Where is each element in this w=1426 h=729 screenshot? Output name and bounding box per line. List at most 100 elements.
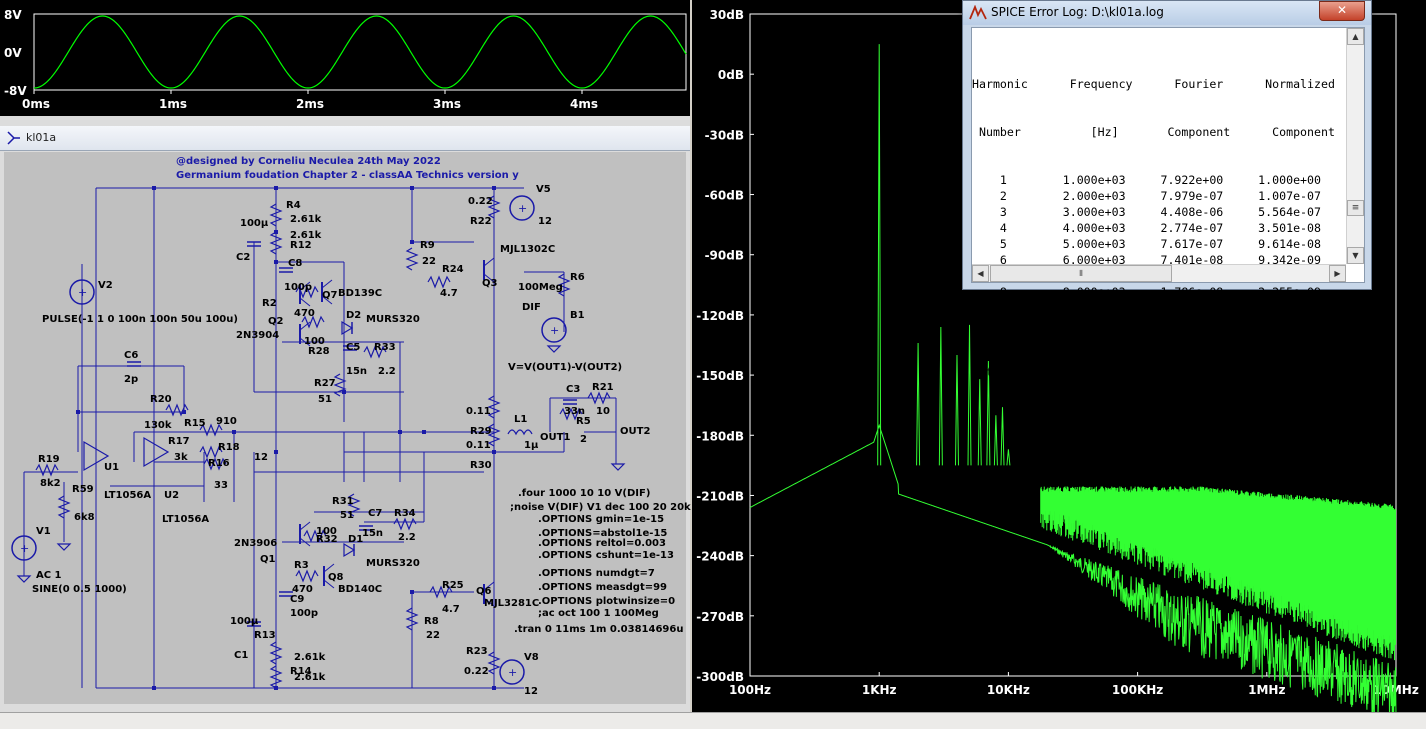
schematic-label[interactable]: 470 (294, 308, 315, 319)
schematic-label[interactable]: 2.61k (290, 230, 322, 241)
schematic-label[interactable]: 0.22 (468, 196, 493, 207)
schematic-label[interactable]: DIF (522, 302, 541, 313)
schematic-label[interactable]: R27 (314, 378, 336, 389)
schematic-label[interactable]: V=V(OUT1)-V(OUT2) (508, 362, 623, 373)
schematic-label[interactable]: R3 (294, 560, 309, 571)
schematic-label[interactable]: 51 (318, 394, 332, 405)
spice-log-body[interactable]: Harmonic Frequency Fourier Normalized Nu… (971, 27, 1365, 379)
scroll-thumb[interactable]: ≡ (1347, 200, 1364, 216)
schematic-label[interactable]: 2.61k (290, 214, 322, 225)
spice-directive[interactable]: .OPTIONS plotwinsize=0 (538, 596, 676, 607)
schematic-label[interactable]: 2p (124, 374, 139, 385)
schematic-label[interactable]: V1 (36, 526, 51, 537)
schematic-label[interactable]: Q8 (328, 572, 344, 583)
schematic-label[interactable]: R19 (38, 454, 60, 465)
schematic-label[interactable]: Q6 (476, 586, 492, 597)
schematic-label[interactable]: 51 (340, 510, 354, 521)
spice-directive[interactable]: .OPTIONS reltol=0.003 (538, 538, 666, 549)
schematic-label[interactable]: R18 (218, 442, 240, 453)
schematic-label[interactable]: L1 (514, 414, 528, 425)
schematic-label[interactable]: 910 (216, 416, 237, 427)
schematic-label[interactable]: C8 (288, 258, 303, 269)
schematic-label[interactable]: 130k (144, 420, 172, 431)
schematic-label[interactable]: 100 (304, 336, 325, 347)
schematic-label[interactable]: AC 1 (36, 570, 62, 581)
schematic-label[interactable]: C3 (566, 384, 581, 395)
spice-directive[interactable]: .OPTIONS numdgt=7 (538, 568, 655, 579)
spice-directive[interactable]: .tran 0 11ms 1m 0.03814696u (514, 624, 684, 635)
schematic-label[interactable]: 2.61k (294, 652, 326, 663)
schematic-label[interactable]: R15 (184, 418, 206, 429)
schematic-label[interactable]: MURS320 (366, 558, 420, 569)
spice-log-window[interactable]: SPICE Error Log: D:\kl01a.log ✕ Harmonic… (962, 0, 1372, 379)
schematic-label[interactable]: V5 (536, 184, 551, 195)
schematic-label[interactable]: C6 (124, 350, 139, 361)
schematic-label[interactable]: 15n (346, 366, 368, 377)
schematic-label[interactable]: SINE(0 0.5 1000) (32, 584, 127, 595)
schematic-label[interactable]: U2 (164, 490, 180, 501)
schematic-label[interactable]: U1 (104, 462, 120, 473)
schematic-label[interactable]: Q7 (322, 290, 338, 301)
vertical-scrollbar[interactable]: ▲ ≡ ▼ (1346, 28, 1364, 264)
schematic-label[interactable]: 2N3906 (234, 538, 278, 549)
schematic-label[interactable]: R17 (168, 436, 190, 447)
schematic-label[interactable]: 2.61k (294, 672, 326, 683)
schematic-label[interactable]: 2N3904 (236, 330, 280, 341)
schematic-label[interactable]: R59 (72, 484, 94, 495)
spice-directive[interactable]: .OPTIONS gmin=1e-15 (538, 514, 665, 525)
schematic-label[interactable]: R24 (442, 264, 464, 275)
scroll-up-icon[interactable]: ▲ (1347, 28, 1364, 45)
schematic-label[interactable]: MURS320 (366, 314, 420, 325)
schematic-label[interactable]: 3k (174, 452, 188, 463)
scroll-left-icon[interactable]: ◀ (972, 265, 989, 282)
schematic-label[interactable]: C1 (234, 650, 249, 661)
schematic-label[interactable]: 4.7 (442, 604, 460, 615)
schematic-label[interactable]: R33 (374, 342, 396, 353)
schematic-label[interactable]: R34 (394, 508, 416, 519)
hscroll-thumb[interactable]: ⦀ (990, 265, 1172, 282)
schematic-label[interactable]: 0.11 (466, 440, 491, 451)
schematic-label[interactable]: 100 (316, 526, 337, 537)
schematic-label[interactable]: 12 (254, 452, 268, 463)
schematic-label[interactable]: 100p (284, 282, 313, 293)
schematic-label[interactable]: 100µ (240, 218, 269, 229)
schematic-label[interactable]: 15n (362, 528, 384, 539)
schematic-label[interactable]: R29 (470, 426, 492, 437)
schematic-label[interactable]: C5 (346, 342, 361, 353)
scroll-down-icon[interactable]: ▼ (1347, 247, 1364, 264)
schematic-label[interactable]: PULSE(-1 1 0 100n 100n 50u 100u) (42, 314, 238, 325)
schematic-label[interactable]: LT1056A (162, 514, 210, 525)
schematic-label[interactable]: R13 (254, 630, 276, 641)
schematic-label[interactable]: 0.22 (464, 666, 489, 677)
schematic-label[interactable]: 8k2 (40, 478, 61, 489)
schematic-title-bar[interactable]: kl01a (0, 126, 690, 151)
schematic-label[interactable]: R32 (316, 534, 338, 545)
schematic-label[interactable]: 470 (292, 584, 313, 595)
schematic-label[interactable]: 22 (426, 630, 440, 641)
schematic-label[interactable]: C9 (290, 594, 305, 605)
schematic-label[interactable]: 0.11 (466, 406, 491, 417)
spice-log-titlebar[interactable]: SPICE Error Log: D:\kl01a.log ✕ (963, 1, 1371, 25)
schematic-label[interactable]: R20 (150, 394, 172, 405)
schematic-label[interactable]: 1µ (524, 440, 539, 451)
schematic-label[interactable]: R25 (442, 580, 464, 591)
schematic-label[interactable]: R12 (290, 240, 312, 251)
schematic-canvas[interactable]: +++++ @designed by Corneliu Neculea 24th… (4, 152, 691, 704)
schematic-label[interactable]: OUT2 (620, 426, 651, 437)
schematic-label[interactable]: R8 (424, 616, 439, 627)
spice-directive[interactable]: .OPTIONS measdgt=99 (538, 582, 668, 593)
schematic-label[interactable]: R14 (290, 666, 312, 677)
schematic-label[interactable]: C2 (236, 252, 251, 263)
schematic-label[interactable]: 2.2 (398, 532, 416, 543)
schematic-label[interactable]: R21 (592, 382, 614, 393)
schematic-label[interactable]: 22 (422, 256, 436, 267)
schematic-label[interactable]: V8 (524, 652, 539, 663)
schematic-label[interactable]: 10 (596, 406, 610, 417)
schematic-label[interactable]: 6k8 (74, 512, 95, 523)
schematic-label[interactable]: R30 (470, 460, 492, 471)
schematic-label[interactable]: R23 (466, 646, 488, 657)
schematic-label[interactable]: R22 (470, 216, 492, 227)
schematic-label[interactable]: MJL3281C (484, 598, 540, 609)
schematic-label[interactable]: R28 (308, 346, 330, 357)
schematic-label[interactable]: R2 (262, 298, 277, 309)
